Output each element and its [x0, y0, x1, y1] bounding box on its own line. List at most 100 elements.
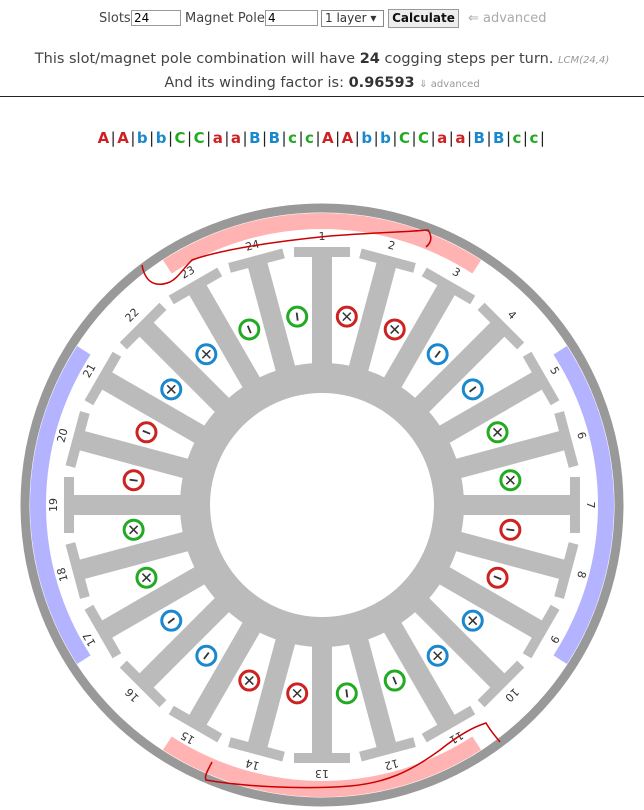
advanced-link-2[interactable]: ⇓ advanced [419, 79, 480, 90]
coil-marker [238, 669, 261, 692]
pattern-letter: A [97, 129, 110, 147]
pattern-separator: | [335, 129, 341, 147]
slot-number: 10 [502, 685, 521, 704]
magnet-poles-label: Magnet Poles [185, 11, 272, 26]
pattern-separator: | [373, 129, 380, 147]
right-magnet [553, 345, 614, 665]
slots-input[interactable] [131, 10, 181, 26]
coil-marker [238, 318, 261, 341]
pattern-letter: b [155, 129, 167, 147]
cross-icon [468, 616, 478, 626]
pattern-letter: c [512, 129, 522, 147]
cross-icon [129, 525, 139, 535]
dash-icon [142, 429, 151, 435]
dash-icon [295, 312, 299, 321]
coil-marker [286, 682, 309, 705]
tooth-tip [554, 411, 579, 468]
coil-marker [335, 305, 358, 328]
pattern-separator: | [411, 129, 418, 147]
pattern-letter: a [437, 129, 448, 147]
pattern-separator: | [298, 129, 305, 147]
tooth-tip [359, 248, 416, 273]
advanced-link[interactable]: ⇐ advanced [468, 11, 547, 26]
cogging-text-post: cogging steps per turn. [379, 51, 554, 67]
pattern-separator: | [448, 129, 455, 147]
pattern-separator: | [281, 129, 288, 147]
pattern-letter: C [418, 129, 430, 147]
slot-number: 5 [547, 364, 562, 377]
slot-number: 22 [123, 306, 142, 325]
pattern-separator: | [167, 129, 174, 147]
slots-label: Slots [99, 11, 131, 26]
coil-marker [486, 421, 509, 444]
coil-marker [335, 682, 358, 705]
tooth-tip [228, 248, 285, 273]
cogging-line: This slot/magnet pole combination will h… [0, 48, 644, 72]
dash-icon [392, 676, 398, 685]
cross-icon [244, 676, 254, 686]
pattern-separator: | [315, 129, 321, 147]
coil-marker [135, 566, 158, 589]
coil-marker [461, 609, 484, 632]
tooth-tip [294, 247, 350, 257]
pattern-letter: c [288, 129, 298, 147]
cross-icon [292, 688, 302, 698]
pattern-letter: A [117, 129, 130, 147]
magnet-poles-input[interactable] [265, 10, 318, 26]
pattern-separator: | [224, 129, 230, 147]
pattern-letter: A [322, 129, 335, 147]
cross-icon [342, 312, 352, 322]
calculate-button[interactable]: Calculate [388, 9, 459, 28]
pattern-letter: C [398, 129, 411, 147]
lcm-note: LCM(24,4) [557, 55, 610, 66]
slot-number: 18 [55, 566, 71, 583]
winding-factor-line: And its winding factor is: 0.96593 ⇓ adv… [0, 72, 644, 96]
summary: This slot/magnet pole combination will h… [0, 48, 644, 96]
tooth-tip [168, 705, 223, 743]
pattern-letter: b [136, 129, 149, 147]
toolbar: Slots Magnet Poles 1 layer ▾ Calculate ⇐… [0, 8, 644, 32]
tooth-tip [228, 737, 285, 762]
pattern-letter: a [230, 129, 242, 147]
coil-marker [160, 378, 183, 401]
coil-marker [426, 343, 449, 366]
tooth-tip [421, 705, 476, 743]
annotation-top [141, 229, 432, 286]
cross-icon [166, 384, 176, 394]
pattern-separator: | [206, 129, 212, 147]
coil-marker [135, 421, 158, 444]
tooth-tip [522, 351, 560, 406]
left-magnet [30, 345, 91, 665]
pattern-separator: | [539, 129, 546, 147]
tooth-tip [84, 351, 122, 406]
pattern-separator: | [505, 129, 512, 147]
coil-marker [486, 566, 509, 589]
tooth-tip [65, 411, 90, 468]
slot-number: 2 [386, 238, 396, 252]
dash-icon [129, 478, 138, 482]
pattern-separator: | [149, 129, 155, 147]
slot-number: 23 [178, 263, 197, 281]
coil-marker [195, 644, 218, 667]
pattern-letter: C [193, 129, 206, 147]
winding-factor-value: 0.96593 [348, 75, 415, 91]
slot-number: 13 [315, 767, 329, 780]
coil-marker [286, 305, 309, 328]
coil-marker [160, 609, 183, 632]
slot-number: 8 [574, 569, 588, 579]
cross-icon [390, 324, 400, 334]
pattern-separator: | [187, 129, 193, 147]
divider [0, 96, 644, 97]
pattern-separator: | [430, 129, 437, 147]
dash-icon [203, 652, 210, 660]
pattern-letter: B [268, 129, 281, 147]
cogging-steps: 24 [359, 51, 380, 67]
pattern-separator: | [130, 129, 136, 147]
dash-icon [345, 689, 349, 698]
layer-select[interactable]: 1 layer ▾ [321, 10, 384, 27]
pattern-separator: | [110, 129, 117, 147]
tooth-tip [570, 477, 580, 533]
pattern-letter: a [455, 129, 466, 147]
tooth-tip [119, 302, 167, 350]
dash-icon [469, 386, 477, 393]
